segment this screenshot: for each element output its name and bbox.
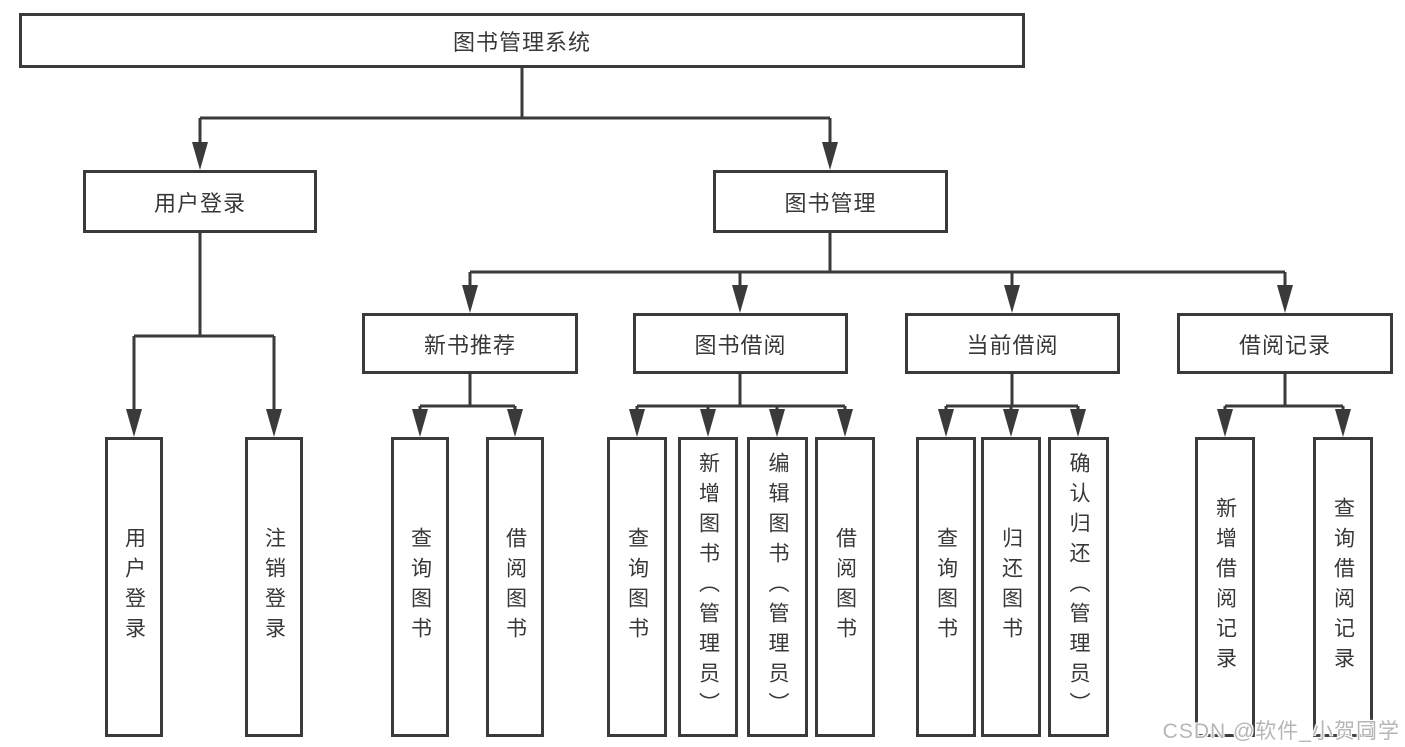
leaf-borrow-query-books: 查询图书 bbox=[607, 437, 667, 737]
node-book-management-label: 图书管理 bbox=[784, 190, 877, 216]
arrowhead-icon bbox=[1335, 409, 1351, 437]
arrowhead-icon bbox=[700, 409, 716, 437]
node-current-borrow: 当前借阅 bbox=[905, 313, 1120, 374]
leaf-current-return-books: 归还图书 bbox=[981, 437, 1041, 737]
arrowhead-icon bbox=[732, 285, 748, 313]
arrowhead-icon bbox=[769, 409, 785, 437]
connector-book-management-branch bbox=[462, 233, 1293, 313]
arrowhead-icon bbox=[1217, 409, 1233, 437]
node-root: 图书管理系统 bbox=[19, 13, 1025, 68]
node-user-login: 用户登录 bbox=[83, 170, 317, 233]
leaf-records-query-record: 查询借阅记录 bbox=[1313, 437, 1373, 737]
arrowhead-icon bbox=[1277, 285, 1293, 313]
leaf-current-query-books-label: 查询图书 bbox=[934, 527, 958, 647]
connector-borrow-records-branch bbox=[1217, 374, 1351, 437]
node-borrow-records: 借阅记录 bbox=[1177, 313, 1393, 374]
leaf-records-add-record-label: 新增借阅记录 bbox=[1213, 497, 1237, 677]
leaf-current-confirm-return-admin-label: 确认归还（管理员） bbox=[1067, 452, 1090, 722]
leaf-borrow-borrow-books: 借阅图书 bbox=[815, 437, 875, 737]
leaf-user-login-label: 用户登录 bbox=[122, 527, 146, 647]
leaf-current-query-books: 查询图书 bbox=[916, 437, 976, 737]
leaf-logout-label: 注销登录 bbox=[262, 527, 286, 647]
connector-user-login-branch bbox=[126, 233, 282, 437]
node-root-label: 图书管理系统 bbox=[452, 29, 591, 55]
leaf-borrow-add-books-admin-label: 新增图书（管理员） bbox=[696, 452, 720, 722]
leaf-borrow-query-books-label: 查询图书 bbox=[625, 527, 649, 647]
connector-current-borrow-branch bbox=[938, 374, 1086, 437]
leaf-newbooks-borrow-books-label: 借阅图书 bbox=[503, 527, 527, 647]
arrowhead-icon bbox=[266, 409, 282, 437]
leaf-borrow-add-books-admin: 新增图书（管理员） bbox=[678, 437, 738, 737]
arrowhead-icon bbox=[126, 409, 142, 437]
leaf-newbooks-query-books: 查询图书 bbox=[391, 437, 449, 737]
node-book-borrow-label: 图书借阅 bbox=[694, 332, 787, 358]
arrowhead-icon bbox=[938, 409, 954, 437]
arrowhead-icon bbox=[462, 285, 478, 313]
leaf-logout: 注销登录 bbox=[245, 437, 303, 737]
leaf-current-confirm-return-admin: 确认归还（管理员） bbox=[1048, 437, 1109, 737]
node-new-book-recommend: 新书推荐 bbox=[362, 313, 578, 374]
arrowhead-icon bbox=[822, 142, 838, 170]
arrowhead-icon bbox=[507, 409, 523, 437]
leaf-records-add-record: 新增借阅记录 bbox=[1195, 437, 1255, 737]
leaf-borrow-edit-books-admin: 编辑图书（管理员） bbox=[747, 437, 808, 737]
arrowhead-icon bbox=[412, 409, 428, 437]
leaf-newbooks-borrow-books: 借阅图书 bbox=[486, 437, 544, 737]
csdn-watermark: CSDN @软件_小贺同学 bbox=[1162, 720, 1400, 743]
leaf-user-login: 用户登录 bbox=[105, 437, 163, 737]
node-borrow-records-label: 借阅记录 bbox=[1238, 332, 1331, 358]
arrowhead-icon bbox=[192, 142, 208, 170]
node-current-borrow-label: 当前借阅 bbox=[966, 332, 1059, 358]
connector-book-borrow-branch bbox=[629, 374, 853, 437]
leaf-borrow-edit-books-admin-label: 编辑图书（管理员） bbox=[766, 452, 789, 722]
leaf-borrow-borrow-books-label: 借阅图书 bbox=[833, 527, 857, 647]
arrowhead-icon bbox=[1004, 285, 1020, 313]
node-book-management: 图书管理 bbox=[713, 170, 948, 233]
connector-root-branch bbox=[192, 68, 838, 170]
node-new-book-recommend-label: 新书推荐 bbox=[423, 332, 516, 358]
arrowhead-icon bbox=[1070, 409, 1086, 437]
leaf-current-return-books-label: 归还图书 bbox=[999, 527, 1023, 647]
node-book-borrow: 图书借阅 bbox=[633, 313, 848, 374]
node-user-login-label: 用户登录 bbox=[153, 190, 246, 216]
arrowhead-icon bbox=[629, 409, 645, 437]
connector-new-books-branch bbox=[412, 374, 523, 437]
leaf-records-query-record-label: 查询借阅记录 bbox=[1331, 497, 1355, 677]
arrowhead-icon bbox=[1003, 409, 1019, 437]
arrowhead-icon bbox=[837, 409, 853, 437]
leaf-newbooks-query-books-label: 查询图书 bbox=[408, 527, 432, 647]
